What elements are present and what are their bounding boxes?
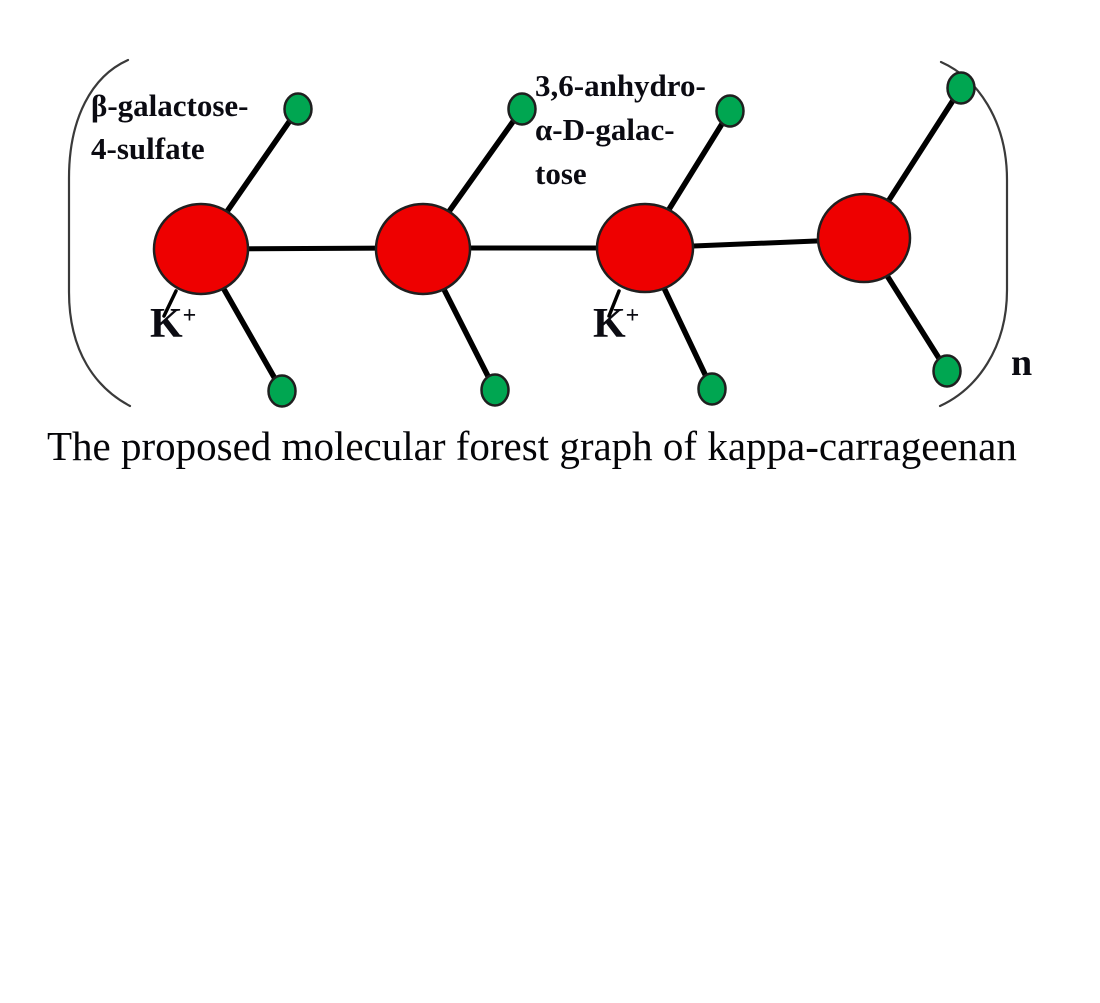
label-line: 3,6-anhydro- xyxy=(535,68,706,103)
leaf-node xyxy=(267,374,297,408)
label-line: β-galactose- xyxy=(91,88,249,123)
potassium-charge: + xyxy=(182,303,197,329)
potassium-symbol: K xyxy=(150,301,183,347)
potassium-symbol: K xyxy=(593,301,626,347)
label-line: 4-sulfate xyxy=(91,131,205,166)
backbone-node xyxy=(152,202,250,296)
potassium-charge: + xyxy=(625,303,640,329)
label-potassium-ion-2: K+ xyxy=(593,303,639,345)
label-anhydro-galactose: 3,6-anhydro- α-D-galac- tose xyxy=(535,64,706,196)
backbone-node xyxy=(374,202,472,296)
figure-caption: The proposed molecular forest graph of k… xyxy=(47,423,1017,469)
label-line: tose xyxy=(535,156,587,191)
label-line: α-D-galac- xyxy=(535,112,675,147)
right-bracket xyxy=(938,60,1009,408)
backbone-node xyxy=(595,202,695,294)
potassium-tick xyxy=(607,289,621,318)
backbone-node xyxy=(816,192,912,284)
label-beta-galactose-4-sulfate: β-galactose- 4-sulfate xyxy=(91,84,249,170)
leaf-node xyxy=(946,71,976,105)
potassium-tick xyxy=(162,289,178,318)
leaf-node xyxy=(932,354,962,388)
leaf-node xyxy=(480,373,510,407)
leaf-node xyxy=(715,94,745,128)
left-bracket xyxy=(67,58,132,408)
label-potassium-ion-1: K+ xyxy=(150,303,196,345)
leaf-node xyxy=(697,372,727,406)
leaf-node xyxy=(283,92,313,126)
repeat-subscript: n xyxy=(1011,342,1033,384)
leaf-node xyxy=(507,92,537,126)
